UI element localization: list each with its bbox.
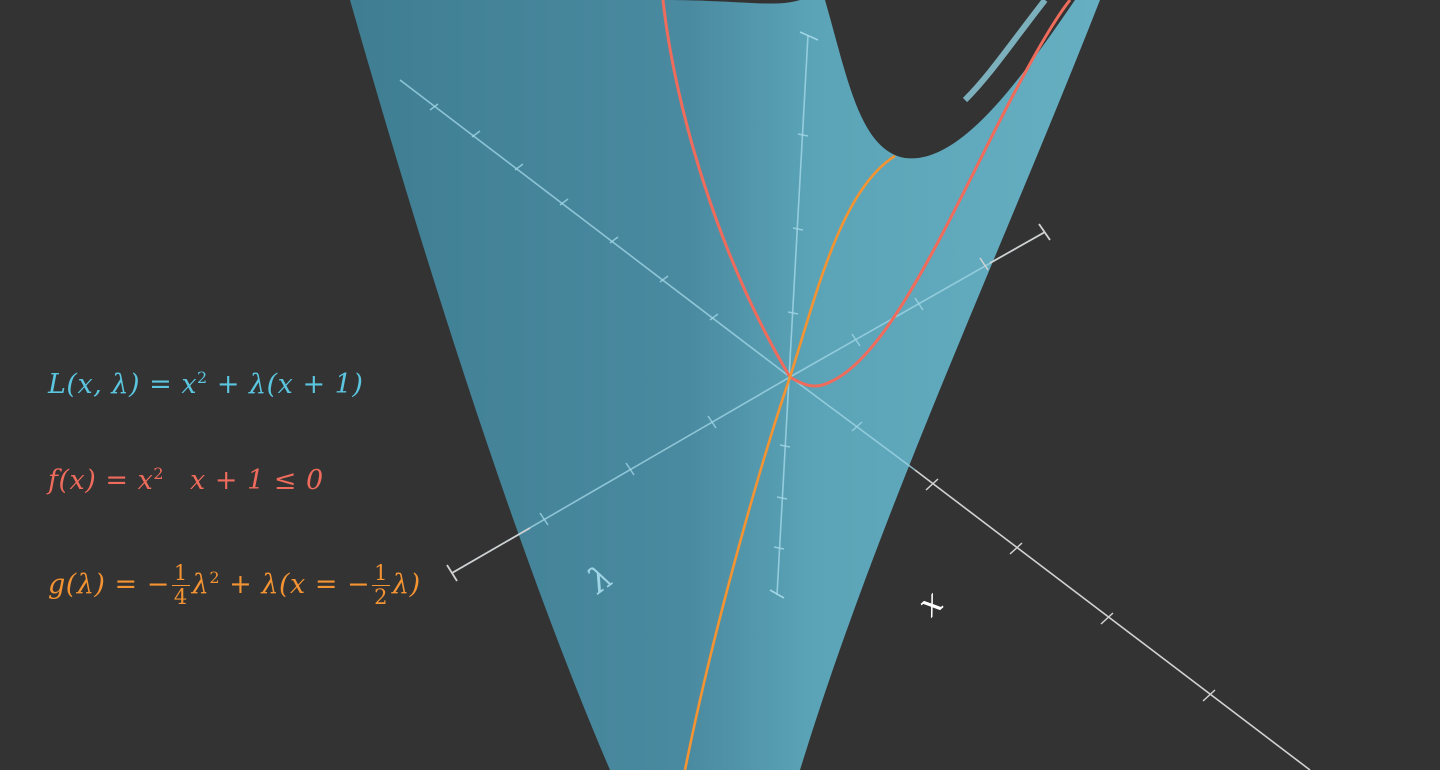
- lagrangian-surface: [350, 0, 1100, 770]
- exponent: 2: [209, 568, 221, 587]
- x-axis-upper-white: [989, 231, 1046, 264]
- primal-lhs: f(x): [48, 465, 97, 496]
- dual-term-lambda: λ: [191, 569, 210, 600]
- x-axis-lower: [789, 376, 916, 471]
- x-axis-label: x: [910, 583, 951, 626]
- lagrangian-term-x: x: [181, 369, 198, 400]
- lagrangian-lhs: L(x, λ): [48, 369, 141, 400]
- primal-equation: f(x) = x2 x + 1 ≤ 0: [48, 464, 324, 496]
- primal-constraint: x + 1 ≤ 0: [190, 465, 324, 496]
- primal-term-x: x: [137, 465, 154, 496]
- lambda-axis-back: [399, 79, 791, 378]
- vertical-axis: [776, 34, 809, 596]
- dual-curve: [683, 154, 896, 770]
- lagrangian-term-lambda: + λ(x + 1): [207, 369, 364, 400]
- x-axis-lower-white: [914, 469, 1311, 770]
- surface-rim-highlight: [962, 0, 1048, 103]
- dual-term-substitution: + λ(x = −: [220, 569, 371, 600]
- lambda-axis-white: [451, 527, 531, 574]
- equals-sign: =: [96, 465, 138, 496]
- primal-curve: [661, 0, 1072, 388]
- dual-lhs: g(λ): [48, 569, 106, 600]
- equals-minus-sign: = −: [105, 569, 170, 600]
- equals-sign: =: [140, 369, 182, 400]
- axis-ticks: [429, 103, 1216, 702]
- exponent: 2: [197, 368, 208, 387]
- lagrangian-equation: L(x, λ) = x2 + λ(x + 1): [48, 368, 363, 400]
- vertical-axis-bottom-cap: [769, 589, 785, 599]
- exponent: 2: [153, 464, 165, 483]
- x-axis-upper-cap: [1038, 223, 1051, 241]
- vertical-axis-top-cap: [799, 31, 819, 41]
- dual-term-close: λ): [392, 569, 421, 600]
